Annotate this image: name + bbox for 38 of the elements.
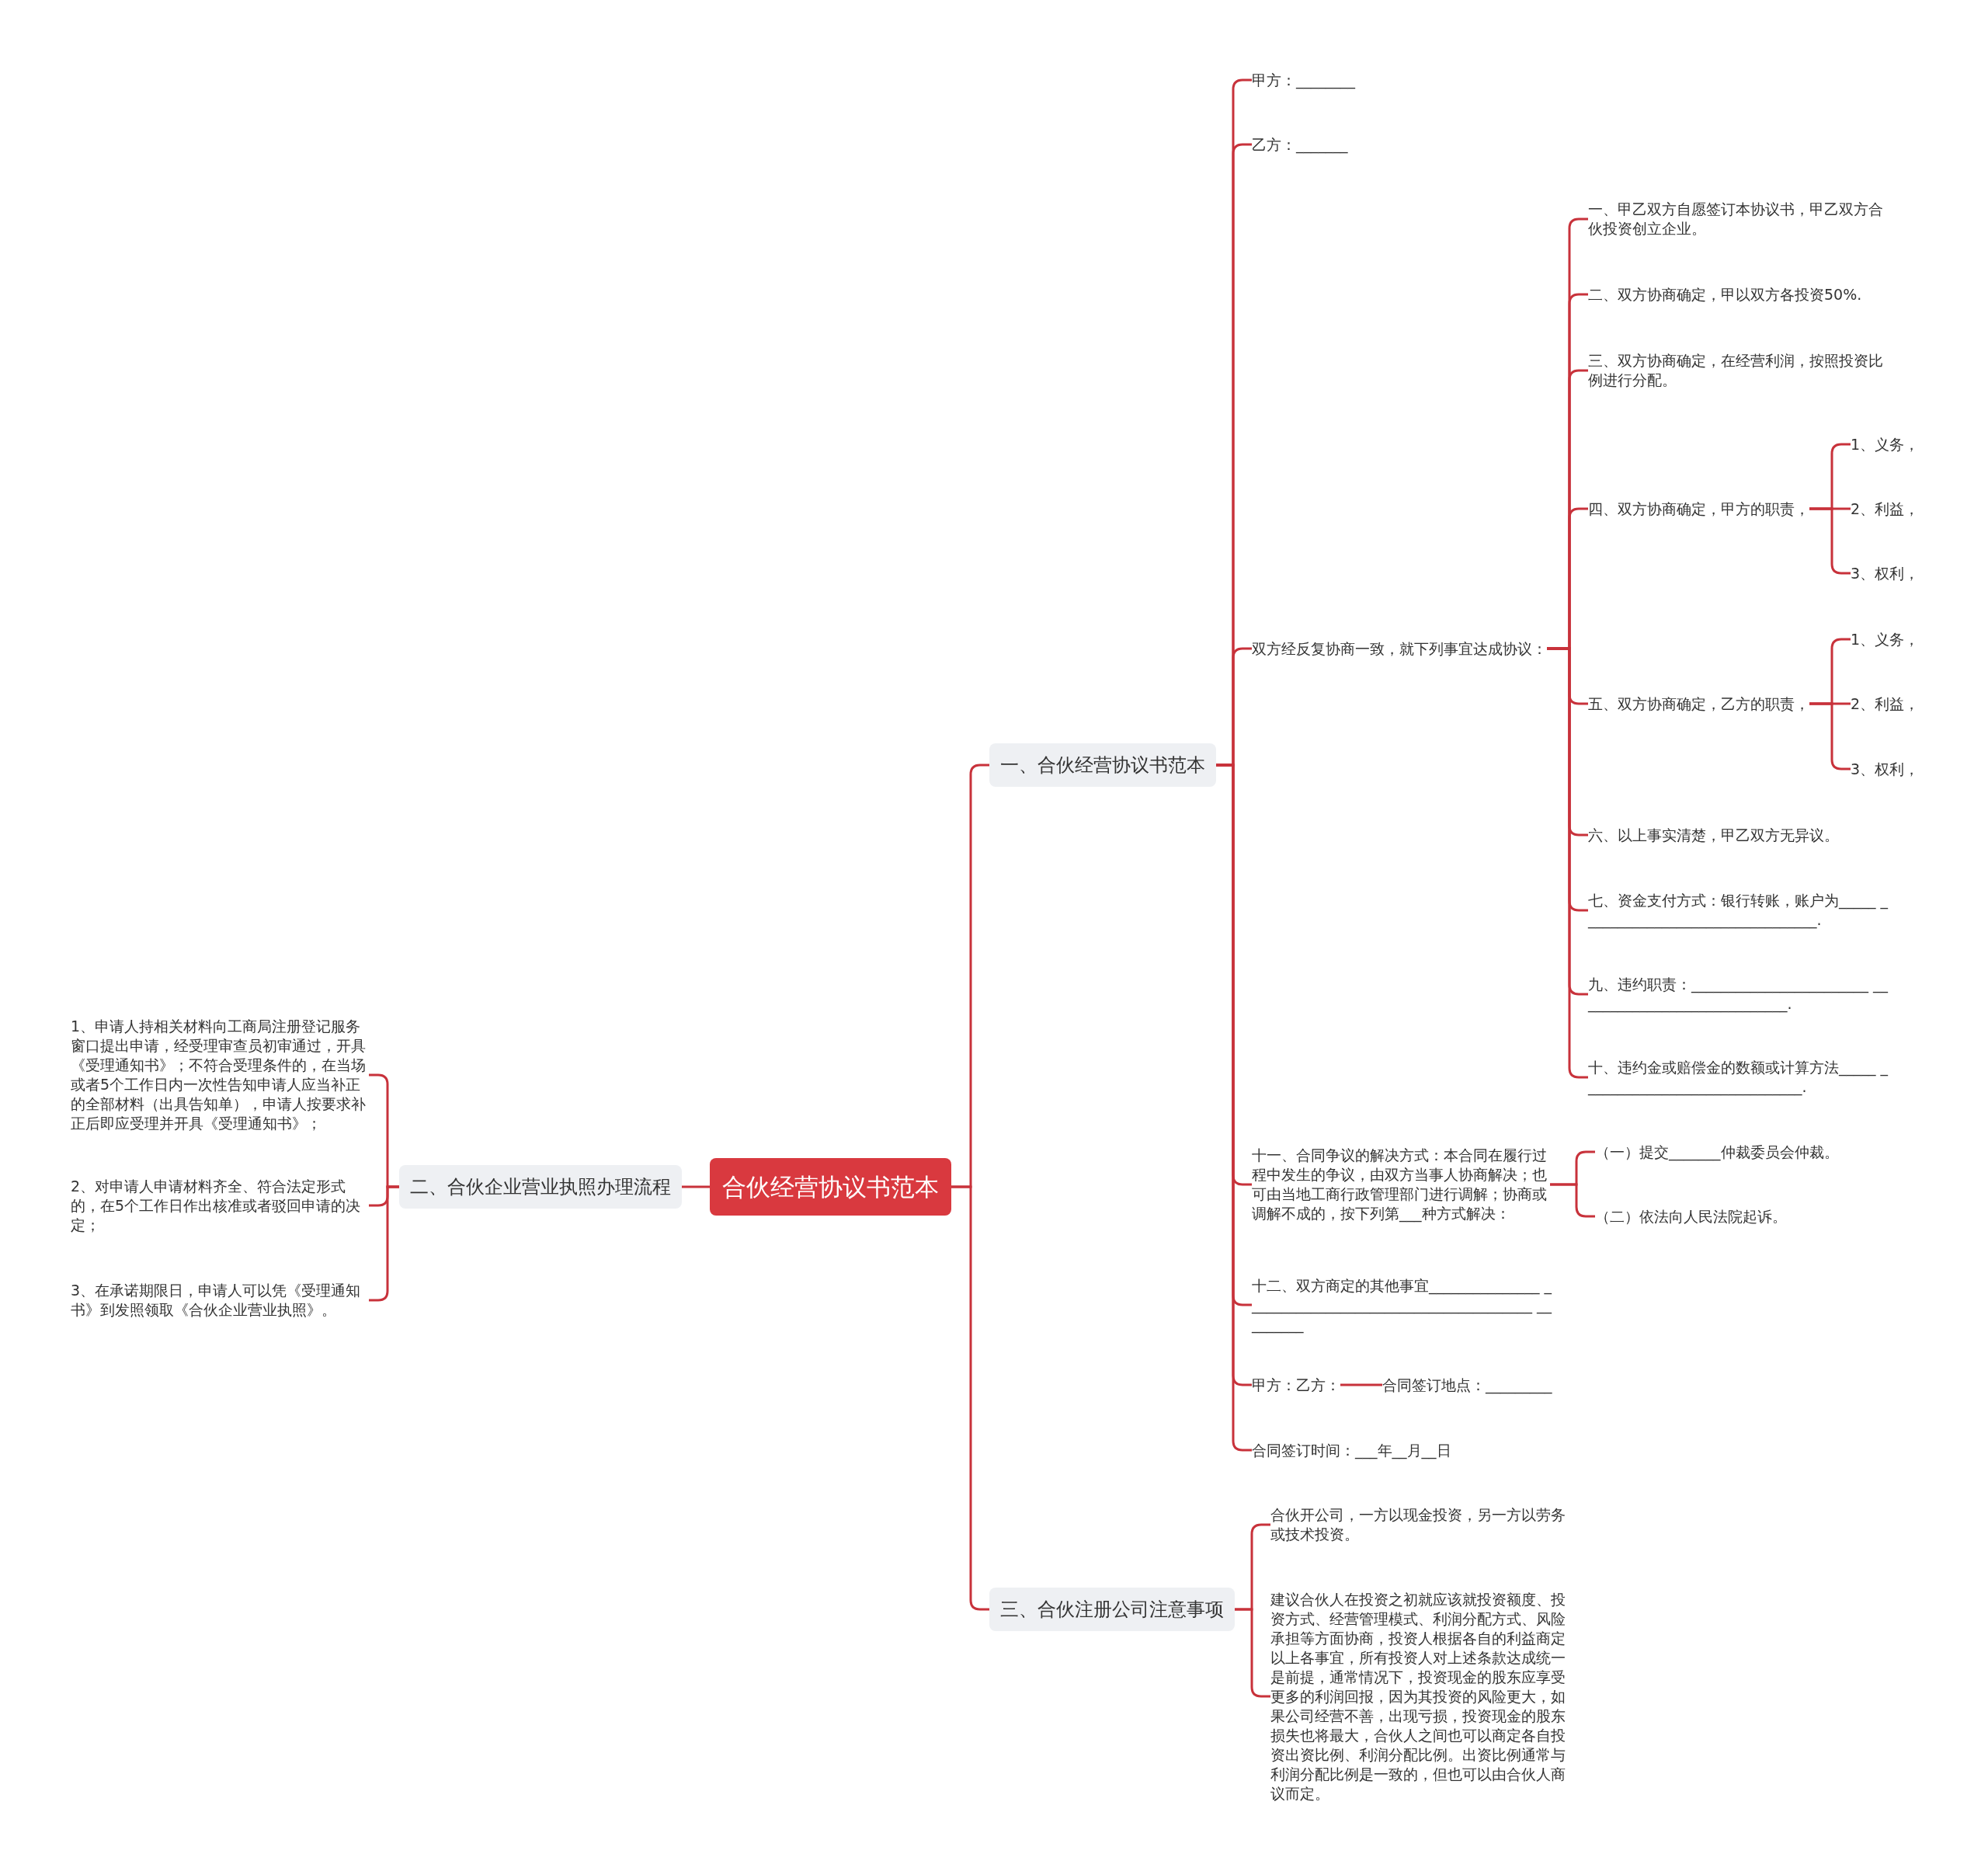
topic-text: 一、甲乙双方自愿签订本协议书，甲乙双方合伙投资创立企业。 — [1588, 200, 1886, 238]
topic-text: 双方经反复协商一致，就下列事宜达成协议： — [1252, 638, 1547, 659]
topic-text: 十、违约金或赔偿金的数额或计算方法_____ ______________________________. — [1588, 1058, 1891, 1097]
topic-text: 2、利益， — [1851, 694, 1920, 714]
topic-text: 2、利益， — [1851, 499, 1920, 519]
topic-box: 二、合伙企业营业执照办理流程 — [399, 1165, 682, 1209]
topic-text: 1、义务， — [1851, 434, 1920, 454]
connector-line — [682, 1185, 710, 1188]
topic-text: 甲方：________ — [1252, 70, 1355, 90]
topic-text: 乙方：_______ — [1252, 134, 1348, 155]
topic-text: 三、双方协商确定，在经营利润，按照投资比例进行分配。 — [1588, 351, 1886, 390]
topic-text: 3、权利， — [1851, 759, 1920, 779]
connector-line — [1550, 1183, 1595, 1218]
topic-text: 合同签订地点：_________ — [1382, 1375, 1552, 1395]
connector-line — [951, 1185, 989, 1611]
topic-text: 甲方：乙方： — [1252, 1375, 1340, 1395]
connector-line — [1340, 1383, 1382, 1386]
topic-text: 建议合伙人在投资之初就应该就投资额度、投资方式、经营管理模式、利润分配方式、风险承担等方面协商，投资人根据各自的利益商定以上各事宜，所有投资人对上述条款达成统一是前提，通常情况下，投资现金的股东应享受更多的利润回报，因为其投资的风险更大，如果公司经营不善，出现亏损，投资现金的股东损失也将最大，合伙人之间也可以商定各自投资出资比例、利润分配比例。出资比例通常与利润分配比例是一致的，但也可以由合伙人商议而定。 — [1270, 1589, 1569, 1804]
topic-text: （一）提交_______仲裁委员会仲裁。 — [1595, 1142, 1839, 1162]
topic-text: 二、双方协商确定，甲以双方各投资50%. — [1588, 284, 1862, 304]
topic-text: 1、义务， — [1851, 629, 1920, 649]
topic-text: 2、对申请人申请材料齐全、符合法定形式的，在5个工作日作出核准或者驳回申请的决定； — [71, 1176, 369, 1235]
topic-text: 1、申请人持相关材料向工商局注册登记服务窗口提出申请，经受理审查员初审通过，开具《受理通知书》；不符合受理条件的，在当场或者5个工作日内一次性告知申请人应当补正的全部材料（出具告知单），申请人按要求补正后即应受理并开具《受理通知书》； — [71, 1017, 369, 1133]
topic-text: 十一、合同争议的解决方式：本合同在履行过程中发生的争议，由双方当事人协商解决；也可由当地工商行政管理部门进行调解；协商或调解不成的，按下列第___种方式解决： — [1252, 1146, 1550, 1223]
topic-text: 3、权利， — [1851, 563, 1920, 583]
topic-text: 合同签订时间：___年__月__日 — [1252, 1440, 1451, 1460]
topic-text: 七、资金支付方式：银行转账，账户为_____ ________________________________. — [1588, 891, 1891, 930]
topic-text: 九、违约职责：________________________ _____________________________. — [1588, 975, 1891, 1014]
topic-text: 3、在承诺期限日，申请人可以凭《受理通知书》到发照领取《合伙企业营业执照》。 — [71, 1281, 369, 1320]
topic-text: 六、以上事实清楚，甲乙双方无异议。 — [1588, 825, 1839, 845]
topic-text: （二）依法向人民法院起诉。 — [1595, 1206, 1787, 1226]
topic-text: 合伙开公司，一方以现金投资，另一方以劳务或技术投资。 — [1270, 1505, 1569, 1544]
topic-text: 十二、双方商定的其他事宜_______________ _______________________________________ _________ — [1252, 1275, 1555, 1334]
topic-text: 四、双方协商确定，甲方的职责， — [1588, 499, 1809, 519]
topic-box: 三、合伙注册公司注意事项 — [989, 1588, 1235, 1631]
topic-box: 一、合伙经营协议书范本 — [989, 743, 1216, 787]
central-topic-box: 合伙经营协议书范本 — [710, 1158, 951, 1216]
topic-text: 五、双方协商确定，乙方的职责， — [1588, 694, 1809, 714]
